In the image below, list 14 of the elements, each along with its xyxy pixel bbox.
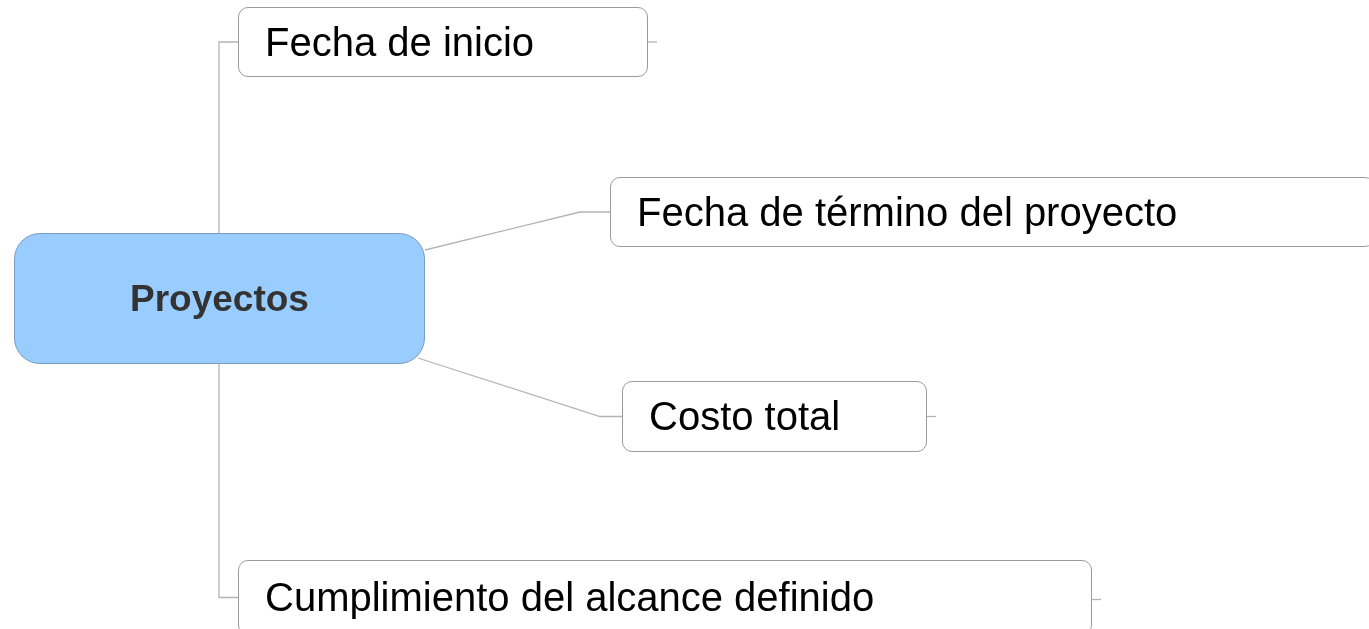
topic-box <box>14 233 425 364</box>
node-label: Costo total <box>648 394 841 439</box>
subtopic-box <box>238 7 648 77</box>
subtopic-box <box>622 381 927 452</box>
node-label: Fecha de término del proyecto <box>636 189 1178 235</box>
node-label: Proyectos <box>130 277 309 320</box>
subtopic-box <box>610 177 1369 247</box>
connector-line <box>218 363 239 599</box>
node-label: Fecha de inicio <box>264 19 535 65</box>
connector-line <box>218 41 239 234</box>
subtopic-box <box>238 560 1092 629</box>
connector-line <box>424 211 611 251</box>
node-label: Cumplimiento del alcance definido <box>264 575 875 620</box>
connector-line <box>417 357 623 418</box>
